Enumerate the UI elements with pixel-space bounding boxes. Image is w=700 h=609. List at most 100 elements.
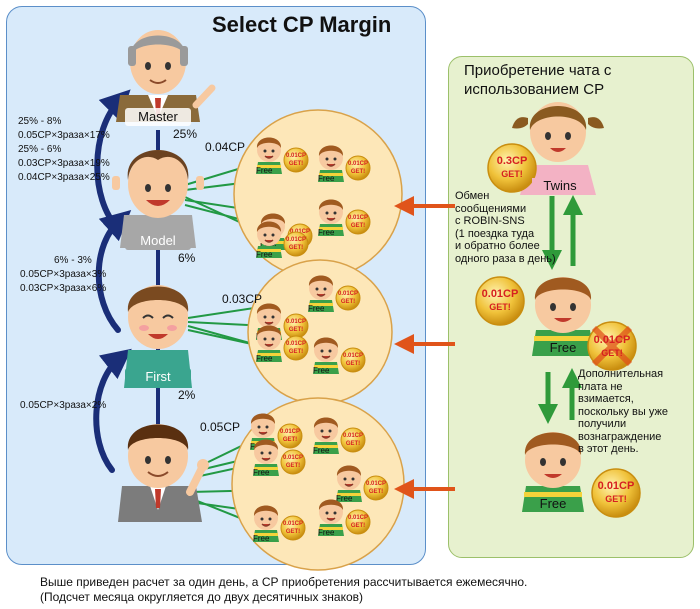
model-formulas: 6% - 3% 0.05CP×3раза×3% 0.03CP×3раза×6% [20,254,106,296]
bottom-avatar [118,424,209,522]
small-coin-top: 0.01CP [342,353,363,359]
formula-line: 0.04CP×3раза×25% [18,172,110,183]
exchange-line: (1 поездка туда [455,227,535,240]
right-coin-1-bottom: GET! [489,302,511,312]
model-label-box [125,232,191,250]
small-coin-top: 0.01CP [285,341,306,347]
exchange-text: Обмен сообщениями с ROBIN-SNS (1 поездка… [455,190,556,265]
crossed-coin-bottom: GET! [601,348,623,358]
small-coin-bottom: GET! [345,361,361,367]
model-label: Model [140,233,176,248]
model-pct: 6% [178,251,196,265]
circle-3-cp: 0.05CP [200,420,241,434]
small-coin-top: 0.01CP [285,237,306,243]
small-free-label: Free [308,304,325,313]
right-coin-2-top: 0.01CP [597,480,635,492]
formula-line: 6% - 3% [54,255,92,266]
right-free-boy-2 [522,432,584,512]
crossed-coin-top: 0.01CP [593,334,631,346]
first-label: First [145,369,171,384]
small-free-label: Free [253,468,270,477]
exchange-line: одного раза в день) [455,252,556,265]
right-coin-1-top: 0.01CP [481,288,519,300]
extra-line: получили [578,418,627,430]
master-label: Master [138,109,178,124]
small-free-label: Free [256,354,273,363]
small-coin-top: 0.01CP [342,433,363,439]
small-coin-top: 0.01CP [347,215,368,221]
small-coin-top: 0.01CP [279,429,300,435]
small-coin-bottom: GET! [350,223,366,229]
small-coin-top: 0.01CP [347,161,368,167]
small-free-kid: Free 0.01CP GET! [254,134,312,178]
twins-coin-top: 0.3CP [496,155,528,167]
right-coin-crossed [587,321,637,371]
page-title: Select CP Margin [212,12,392,37]
small-free-label: Free [318,228,335,237]
orange-arrows [394,196,455,499]
extra-line: взимается, [578,393,634,405]
extra-line: плата не [578,380,623,393]
small-coin-bottom: GET! [285,463,301,469]
small-free-label: Free [318,528,335,537]
small-coin-top: 0.01CP [285,319,306,325]
right-coin-1 [475,276,525,326]
small-coin-bottom: GET! [288,161,304,167]
small-free-kid: Free 0.01CP GET! [316,196,374,240]
small-free-label: Free [336,494,353,503]
small-coin-bottom: GET! [350,523,366,529]
small-free-kid: Free 0.01CP GET! [311,334,369,378]
first-formula: 0.05CP×3раза×2% [20,400,107,411]
small-coin-bottom: GET! [288,349,304,355]
small-free-label: Free [318,174,335,183]
green-arrows [538,195,583,424]
formula-line: 25% - 6% [18,144,62,155]
extra-line: Дополнительная [578,368,664,380]
small-free-kid: Free 0.01CP GET! [254,218,312,262]
extra-fee-text: Дополнительная плата не взимается, поско… [578,368,668,456]
master-formulas: 25% - 8% 0.05CP×3раза×17% 25% - 6% 0.03C… [18,115,110,185]
small-coin-bottom: GET! [288,245,304,251]
first-pct: 2% [178,388,196,402]
small-free-kid: Free 0.01CP GET! [316,142,374,186]
exchange-line: и обратно более [455,240,540,252]
first-label-box [125,368,191,386]
curved-arrows [93,89,132,473]
right-title-line-2: использованием CP [464,81,605,98]
circle-2-cp: 0.03CP [222,292,263,306]
small-free-kid: Free 0.01CP GET! [254,322,312,366]
formula-line: 25% - 8% [18,116,62,127]
small-coin-bottom: GET! [345,441,361,447]
footer-line-2: (Подсчет месяца округляется до двух деся… [40,590,364,604]
formula-line: 0.05CP×3раза×3% [20,269,107,280]
extra-line: вознаграждение [578,430,662,443]
right-free-boy-1 [532,277,594,356]
small-free-label: Free [313,366,330,375]
extra-line: в этот день. [578,443,639,455]
twins-coin-bottom: GET! [501,169,523,179]
extra-line: поскольку вы уже [578,405,668,418]
twins-label: Twins [543,178,577,193]
small-coin-top: 0.01CP [282,455,303,461]
small-free-label: Free [256,250,273,259]
formula-line: 0.05CP×3раза×17% [18,130,110,141]
small-free-kid: Free 0.01CP GET! [251,502,309,546]
right-coin-2 [591,468,641,518]
small-coin-top: 0.01CP [282,521,303,527]
small-coin-top: 0.01CP [289,229,310,235]
small-coin-bottom: GET! [285,529,301,535]
small-free-label: Free [313,446,330,455]
twins-label-box [532,178,588,194]
small-coin-bottom: GET! [350,169,366,175]
circle-1-cp: 0.04CP [205,140,246,154]
small-free-label: Free [253,534,270,543]
small-coin-bottom: GET! [368,489,384,495]
right-title-line-1: Приобретение чата с [464,62,612,79]
exchange-line: с ROBIN-SNS [455,215,525,227]
right-coin-2-bottom: GET! [605,494,627,504]
exchange-line: Обмен [455,190,490,202]
small-coin-top: 0.01CP [285,153,306,159]
small-free-label: Free [256,166,273,175]
